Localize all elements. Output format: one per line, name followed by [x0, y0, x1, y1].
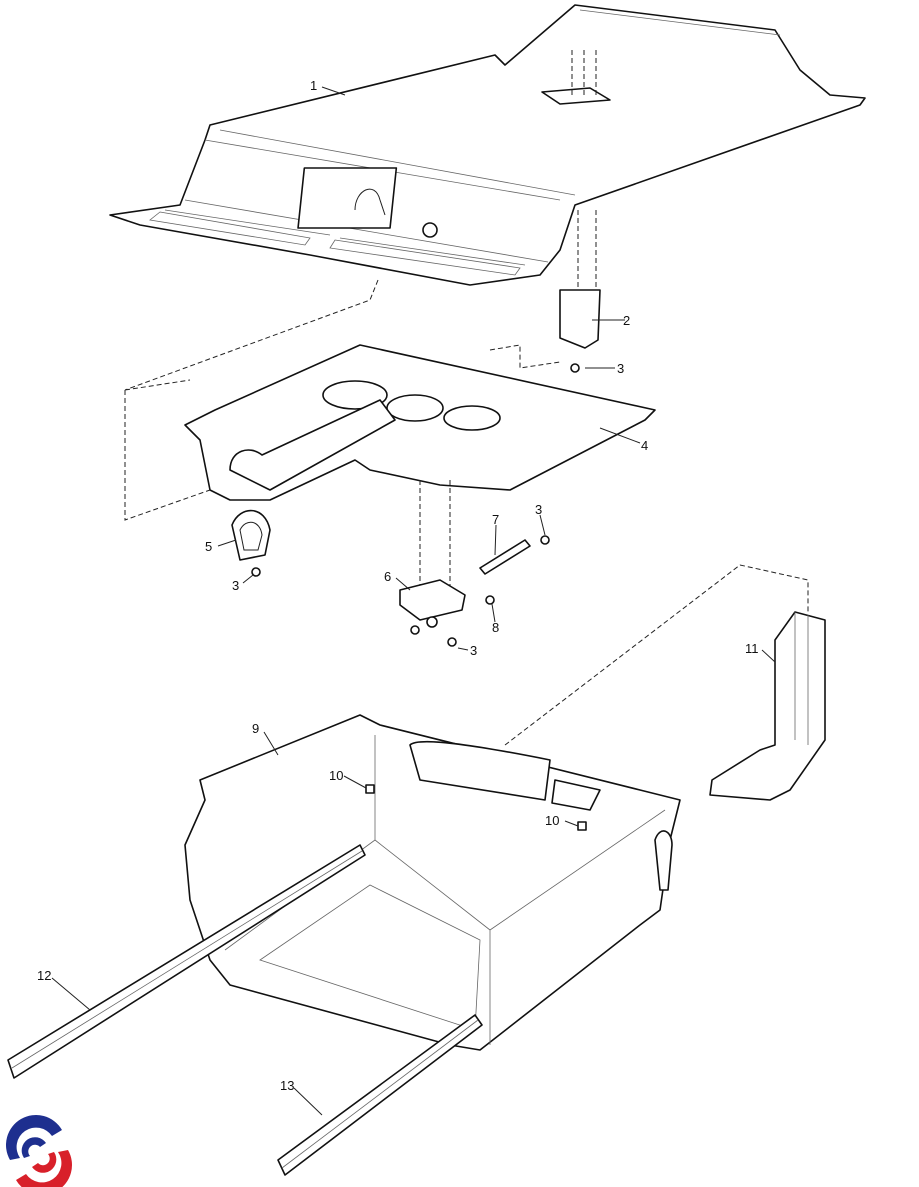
callout-11: 11	[745, 641, 759, 656]
callout-10: 10	[545, 813, 559, 828]
callout-9: 9	[252, 721, 259, 736]
callout-3: 3	[617, 361, 624, 376]
callout-6: 6	[384, 569, 391, 584]
callout-7: 7	[492, 512, 499, 527]
callout-12: 12	[37, 968, 51, 983]
part-1-top-panel	[109, 4, 866, 286]
part-2-bracket	[559, 210, 625, 373]
leader-lines	[51, 86, 776, 1116]
callout-10: 10	[329, 768, 343, 783]
brand-logo	[5, 1115, 72, 1187]
part-12-slide-rail	[7, 844, 366, 1079]
callout-4: 4	[641, 438, 648, 453]
part-5-grommet	[231, 509, 271, 577]
callout-labels: 1 2 3 4 5 6 7 3 8 3 3 11 9 10 10 12 13	[37, 78, 759, 1093]
callout-2: 2	[623, 313, 630, 328]
callout-13: 13	[280, 1078, 294, 1093]
callout-1: 1	[310, 78, 317, 93]
callout-3: 3	[535, 502, 542, 517]
callout-5: 5	[205, 539, 212, 554]
part-6-7-8-assembly	[399, 535, 550, 647]
callout-3: 3	[470, 643, 477, 658]
part-9-drawer-box	[184, 714, 681, 1051]
callout-8: 8	[492, 620, 499, 635]
callout-3: 3	[232, 578, 239, 593]
part-13-slide-rail	[277, 1014, 483, 1176]
part-4-plate	[124, 279, 656, 590]
part-11-side-bracket	[504, 564, 826, 801]
